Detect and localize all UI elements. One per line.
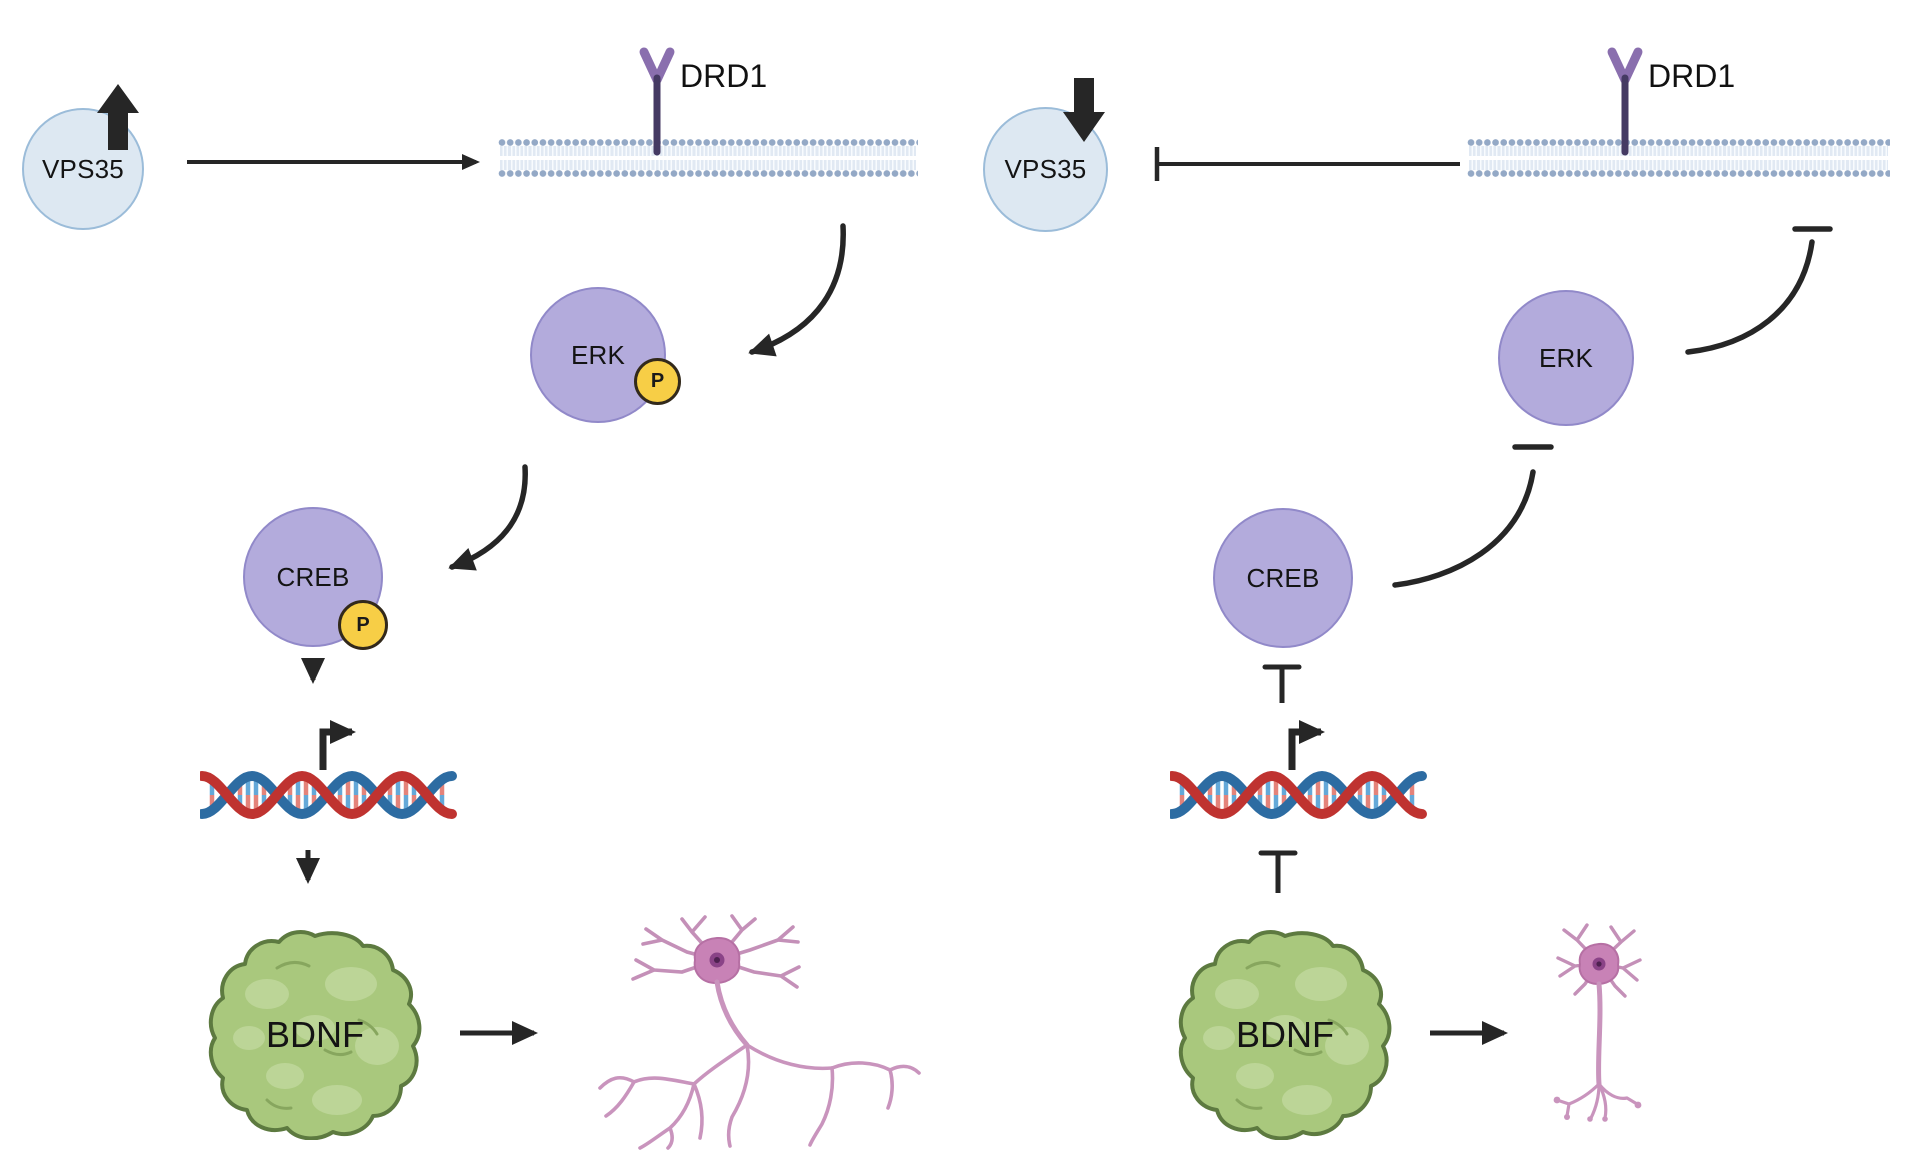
bdnf-creases bbox=[1235, 961, 1349, 1110]
creb-node-right: CREB bbox=[1213, 508, 1353, 648]
vps35-node-right: VPS35 bbox=[983, 107, 1108, 232]
bdnf-node-left: BDNF bbox=[205, 928, 425, 1141]
bdnf-texture bbox=[1203, 967, 1369, 1115]
bdnf-label-right: BDNF bbox=[1236, 1014, 1334, 1055]
dna-red-strand bbox=[1170, 770, 1427, 820]
bdnf-blob-icon bbox=[208, 930, 422, 1141]
membrane-inner-leaflet-icon bbox=[498, 169, 918, 178]
erk-node-left: ERK bbox=[530, 287, 666, 423]
vps35-label-right: VPS35 bbox=[1004, 154, 1087, 184]
neuron-axon bbox=[714, 979, 750, 1048]
bdnf-blob-icon bbox=[1178, 930, 1392, 1141]
phospho-badge-erk-left: P bbox=[634, 358, 681, 405]
neuron-terminals bbox=[1555, 1082, 1639, 1120]
membrane-outer-leaflet-icon bbox=[498, 138, 918, 147]
membrane-tails-icon bbox=[1469, 146, 1888, 170]
phospho-label-creb-left: P bbox=[356, 613, 370, 636]
neuron-nucleolus bbox=[1596, 961, 1602, 967]
neuron-axon bbox=[1596, 981, 1603, 1087]
drd1-label-left: DRD1 bbox=[680, 58, 768, 94]
membrane-outer-leaflet-icon bbox=[1467, 138, 1890, 147]
inhibition-curve-erk-to-membrane-right bbox=[1685, 239, 1815, 355]
phospho-badge-creb-left: P bbox=[338, 600, 388, 650]
erk-label-left: ERK bbox=[570, 339, 626, 370]
bdnf-texture bbox=[233, 967, 399, 1115]
creb-label-left: CREB bbox=[276, 561, 350, 592]
drd1-receptor-icon-right bbox=[1607, 47, 1643, 85]
arrow-erk-to-creb-left bbox=[448, 464, 528, 571]
neuron-terminal-boutons bbox=[1553, 1096, 1642, 1122]
vps35-label-left: VPS35 bbox=[42, 153, 124, 184]
neuron-icon-left bbox=[598, 914, 921, 1150]
neuron-nucleolus bbox=[714, 957, 720, 963]
erk-label-right: ERK bbox=[1538, 342, 1594, 373]
inhibition-curve-creb-to-erk-right bbox=[1392, 469, 1536, 588]
cell-membrane-right bbox=[1467, 138, 1890, 178]
erk-node-right: ERK bbox=[1498, 290, 1634, 426]
phospho-label-erk-left: P bbox=[650, 370, 665, 392]
neuron-icon-right bbox=[1553, 923, 1642, 1122]
bdnf-label-left: BDNF bbox=[266, 1014, 364, 1055]
drd1-label-right: DRD1 bbox=[1648, 58, 1736, 94]
dna-icon-right bbox=[1170, 770, 1427, 820]
creb-label-right: CREB bbox=[1246, 562, 1320, 593]
vps35-node-left: VPS35 bbox=[22, 108, 144, 230]
arrow-membrane-to-erk-left bbox=[748, 223, 846, 357]
neuron-arbor bbox=[598, 1043, 921, 1150]
bdnf-node-right: BDNF bbox=[1175, 928, 1395, 1141]
membrane-inner-leaflet-icon bbox=[1467, 169, 1890, 178]
membrane-tails-icon bbox=[500, 146, 916, 170]
cell-membrane-left bbox=[498, 138, 918, 178]
dna-red-strand bbox=[200, 770, 457, 820]
dna-icon-left bbox=[200, 770, 457, 820]
drd1-receptor-icon-left bbox=[639, 47, 675, 85]
bdnf-creases bbox=[265, 961, 379, 1110]
